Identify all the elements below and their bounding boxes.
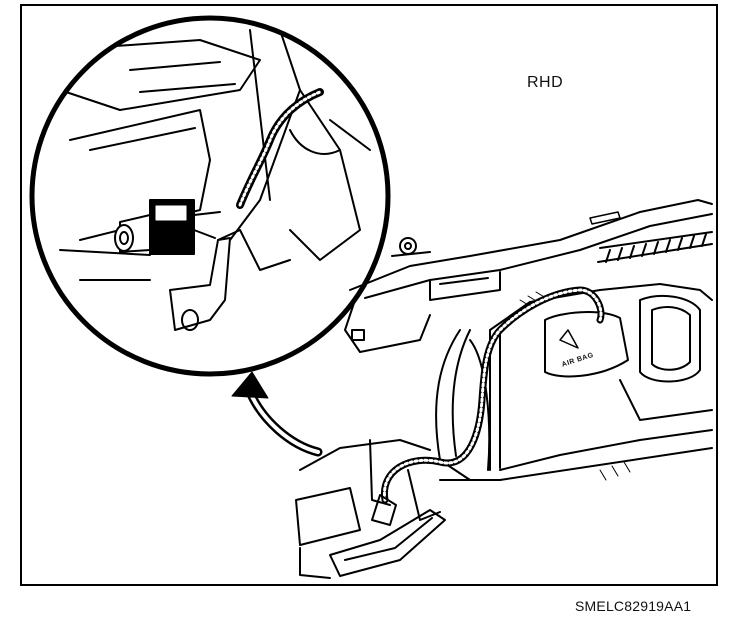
curved-arrow xyxy=(231,371,323,457)
detail-magnifier xyxy=(29,15,391,377)
figure-code: SMELC82919AA1 xyxy=(575,598,692,614)
orientation-label: RHD xyxy=(527,74,564,91)
figure-frame xyxy=(20,4,718,586)
wiring-harness xyxy=(371,286,605,526)
instrument-panel xyxy=(295,199,713,579)
